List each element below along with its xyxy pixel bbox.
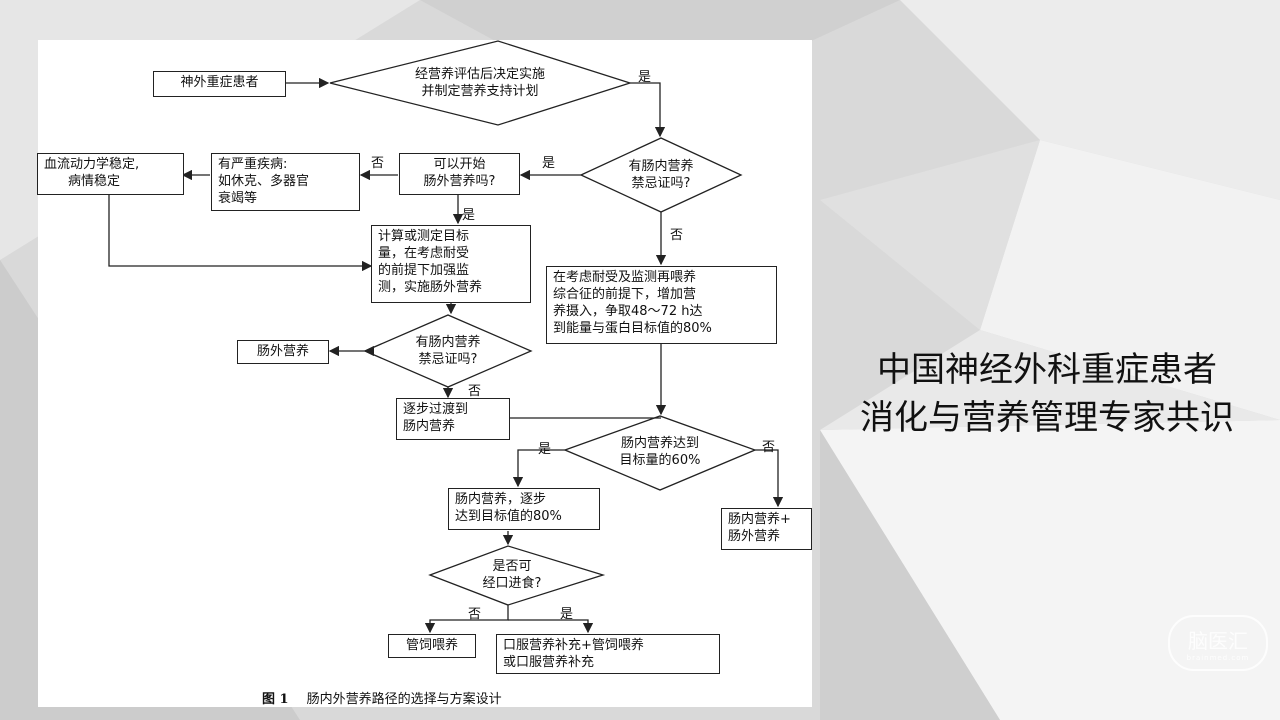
edge-label-no: 否 bbox=[762, 440, 776, 455]
edge-label-yes: 是 bbox=[560, 607, 574, 622]
figure-caption: 图 1 肠内外营养路径的选择与方案设计 bbox=[262, 688, 502, 707]
figure-number: 图 1 bbox=[262, 692, 289, 707]
edge-label-yes: 是 bbox=[538, 442, 552, 457]
en-step-box: 肠内营养，逐步 达到目标值的80% bbox=[448, 488, 600, 530]
flowchart-figure: 神外重症患者 经营养评估后决定实施 并制定营养支持计划 有肠内营养 禁忌证吗? … bbox=[37, 40, 812, 707]
severe-disease-box: 有严重疾病: 如休克、多器官 衰竭等 bbox=[211, 153, 360, 211]
tube-feeding-box: 管饲喂养 bbox=[388, 634, 476, 658]
assess-decision-text: 经营养评估后决定实施 并制定营养支持计划 bbox=[414, 67, 546, 99]
edge-label-no: 否 bbox=[371, 156, 385, 171]
decision-en-contra-2 bbox=[363, 314, 533, 388]
edge-label-no: 否 bbox=[468, 607, 482, 622]
edge-label-no: 否 bbox=[670, 228, 684, 243]
patient-label: 神外重症患者 bbox=[180, 75, 259, 90]
flowchart-connectors bbox=[108, 40, 784, 634]
logo-text: 脑医汇 bbox=[1188, 628, 1248, 653]
en-plus-pn-box: 肠内营养+ 肠外营养 bbox=[721, 508, 812, 550]
oral-supplement-box: 口服营养补充+管饲喂养 或口服营养补充 bbox=[496, 634, 720, 674]
pn-start-box: 可以开始 肠外营养吗? bbox=[399, 153, 520, 195]
patient-box: 神外重症患者 bbox=[153, 71, 286, 97]
refeed-box: 在考虑耐受及监测再喂养 综合征的前提下，增加营 养摄入，争取48～72 h达 到… bbox=[546, 266, 777, 344]
transition-box: 逐步过渡到 肠内营养 bbox=[396, 398, 510, 440]
decision-oral bbox=[428, 545, 606, 606]
reach-60-decision-text: 肠内营养达到 目标量的60% bbox=[619, 436, 701, 468]
oral-decision-text: 是否可 经口进食? bbox=[482, 559, 542, 591]
slide-title-line-2: 消化与营养管理专家共识 bbox=[860, 398, 1234, 438]
slide-title-line-1: 中国神经外科重症患者 bbox=[877, 350, 1217, 390]
en-contra-2-decision-text: 有肠内营养 禁忌证吗? bbox=[415, 335, 481, 367]
edge-label-yes: 是 bbox=[462, 208, 476, 223]
stable-box: 血流动力学稳定, 病情稳定 bbox=[37, 153, 184, 195]
brand-logo: 脑医汇 brainmed.com bbox=[1168, 615, 1268, 671]
decision-en-contra bbox=[579, 137, 743, 213]
slide-title: 中国神经外科重症患者 消化与营养管理专家共识 bbox=[832, 346, 1262, 442]
logo-subtext: brainmed.com bbox=[1186, 653, 1250, 662]
edge-label-yes: 是 bbox=[542, 156, 556, 171]
en-contra-decision-text: 有肠内营养 禁忌证吗? bbox=[628, 159, 694, 191]
figure-caption-text: 肠内外营养路径的选择与方案设计 bbox=[306, 692, 502, 707]
edge-label-no: 否 bbox=[468, 384, 482, 399]
edge-label-yes: 是 bbox=[638, 70, 652, 85]
calc-target-box: 计算或测定目标 量，在考虑耐受 的前提下加强监 测，实施肠外营养 bbox=[371, 225, 531, 303]
pn-box: 肠外营养 bbox=[237, 340, 329, 364]
